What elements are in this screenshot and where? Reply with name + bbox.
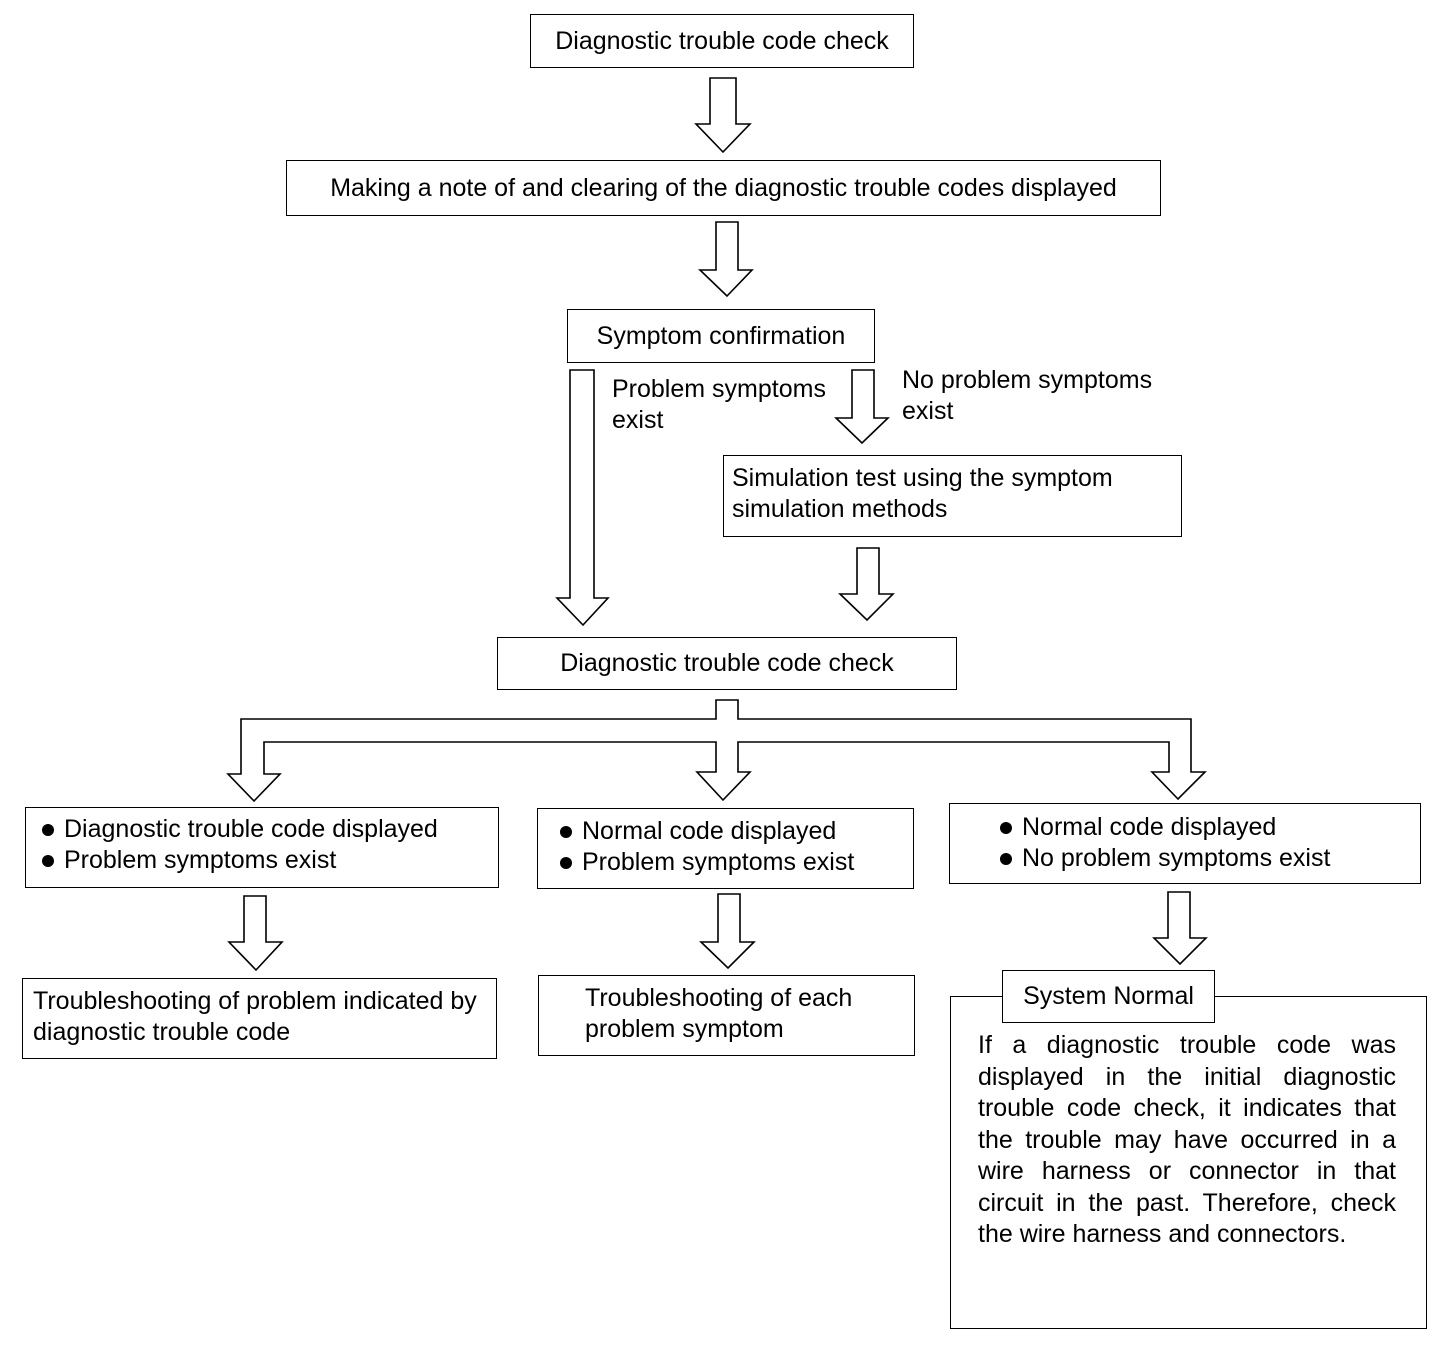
arrow-outcome2-down <box>699 893 756 970</box>
arrow-simulation-to-check <box>838 547 895 622</box>
no-problem-label-line2: exist <box>902 397 954 425</box>
bullet-dot-icon <box>42 855 54 867</box>
problem-exist-label-line1: Problem symptoms <box>612 375 826 403</box>
arrow-note-to-symptom <box>698 221 754 298</box>
outcome-2-result: Troubleshooting of each problem symptom <box>538 975 915 1056</box>
simulation-test-box: Simulation test using the symptom simula… <box>723 455 1182 537</box>
arrow-no-problem <box>834 369 890 445</box>
outcome-2-bullet-2: Problem symptoms exist <box>560 847 913 878</box>
problem-exist-label: Problem symptoms exist <box>612 374 826 436</box>
dtc-check-box-second: Diagnostic trouble code check <box>497 637 957 690</box>
arrow-problem-exist <box>555 369 610 627</box>
outcome-1-conditions: Diagnostic trouble code displayed Proble… <box>25 807 499 888</box>
symptom-confirmation-box: Symptom confirmation <box>567 309 875 363</box>
bullet-dot-icon <box>560 826 572 838</box>
outcome-1-bullet-1-text: Diagnostic trouble code displayed <box>64 815 438 843</box>
arrow-outcome1-down <box>227 895 284 972</box>
problem-exist-label-line2: exist <box>612 406 664 434</box>
outcome-2-bullet-2-text: Problem symptoms exist <box>582 848 855 876</box>
outcome-3-bullet-2-text: No problem symptoms exist <box>1022 844 1331 872</box>
dtc-check-box-top: Diagnostic trouble code check <box>530 14 914 68</box>
no-problem-label-line1: No problem symptoms <box>902 366 1153 394</box>
bullet-dot-icon <box>42 824 54 836</box>
outcome-3-bullet-2: No problem symptoms exist <box>1000 843 1420 874</box>
system-normal-panel <box>950 996 1427 1329</box>
outcome-2-bullet-1-text: Normal code displayed <box>582 817 837 845</box>
outcome-2-bullet-1: Normal code displayed <box>560 816 913 847</box>
bullet-dot-icon <box>560 857 572 869</box>
outcome-1-bullet-2: Problem symptoms exist <box>42 845 498 876</box>
arrow-three-way-split <box>226 699 1207 803</box>
bullet-dot-icon <box>1000 853 1012 865</box>
outcome-2-conditions: Normal code displayed Problem symptoms e… <box>537 808 914 889</box>
system-normal-note: If a diagnostic trouble code was display… <box>978 1031 1396 1248</box>
outcome-3-conditions: Normal code displayed No problem symptom… <box>949 803 1421 884</box>
outcome-3-bullet-1-text: Normal code displayed <box>1022 813 1277 841</box>
outcome-1-bullet-2-text: Problem symptoms exist <box>64 846 337 874</box>
note-and-clear-box: Making a note of and clearing of the dia… <box>286 160 1161 216</box>
outcome-3-bullet-1: Normal code displayed <box>1000 812 1420 843</box>
arrow-check-to-note <box>694 77 752 154</box>
outcome-1-result: Troubleshooting of problem indicated by … <box>22 978 497 1059</box>
bullet-dot-icon <box>1000 822 1012 834</box>
system-normal-title: System Normal <box>1002 970 1215 1023</box>
outcome-1-bullet-1: Diagnostic trouble code displayed <box>42 814 498 845</box>
arrow-outcome3-down <box>1152 891 1208 966</box>
no-problem-label: No problem symptoms exist <box>902 365 1152 427</box>
